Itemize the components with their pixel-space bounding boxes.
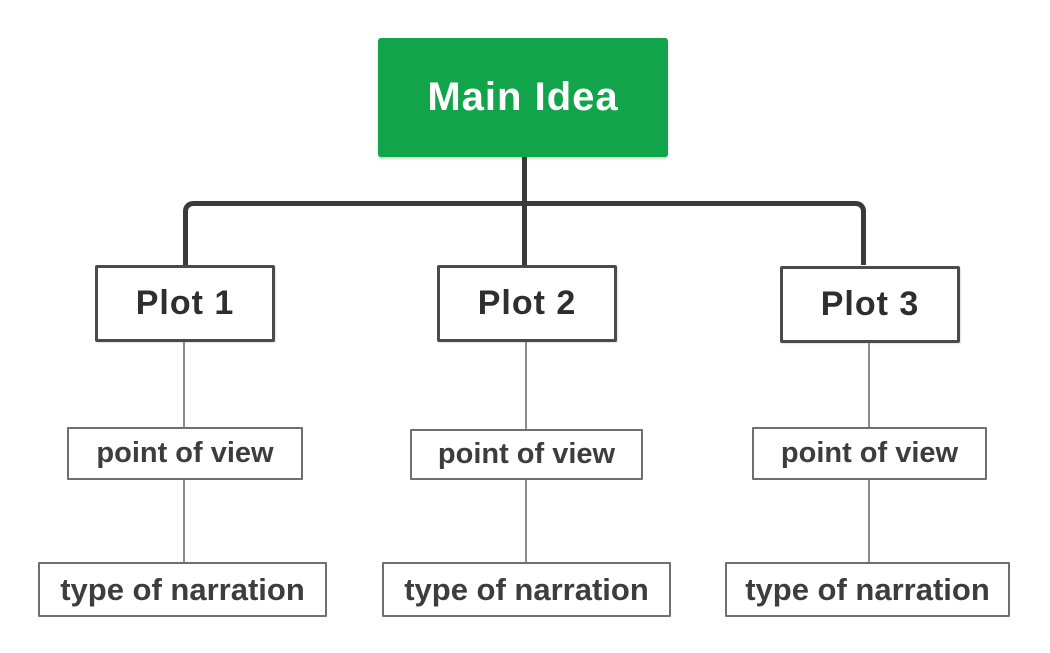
node-point-of-view-3: point of view <box>752 427 987 480</box>
node-main-idea: Main Idea <box>378 38 668 157</box>
node-point-of-view-1: point of view <box>67 427 303 480</box>
node-point-of-view-2: point of view <box>410 429 643 480</box>
connector-pov1-narration1 <box>183 480 185 562</box>
node-point-of-view-2-label: point of view <box>437 438 616 470</box>
node-type-of-narration-3-label: type of narration <box>745 571 990 607</box>
node-type-of-narration-3: type of narration <box>725 562 1010 617</box>
node-type-of-narration-1-label: type of narration <box>60 571 305 607</box>
connector-plot1-pov1 <box>183 342 185 427</box>
node-plot-3: Plot 3 <box>780 266 960 343</box>
connector-bracket <box>183 201 866 265</box>
node-point-of-view-3-label: point of view <box>780 437 959 469</box>
node-point-of-view-1-label: point of view <box>96 437 274 469</box>
connector-pov3-narration3 <box>868 480 870 562</box>
node-plot-1-label: Plot 1 <box>135 284 235 322</box>
node-main-idea-label: Main Idea <box>427 75 619 119</box>
node-plot-2: Plot 2 <box>437 265 617 342</box>
connector-root-stem <box>522 157 527 266</box>
node-type-of-narration-2-label: type of narration <box>404 571 649 607</box>
node-plot-3-label: Plot 3 <box>820 285 920 323</box>
connector-pov2-narration2 <box>525 480 527 562</box>
connector-plot3-pov3 <box>868 343 870 427</box>
connector-plot2-pov2 <box>525 342 527 429</box>
node-plot-1: Plot 1 <box>95 265 275 342</box>
node-type-of-narration-1: type of narration <box>38 562 327 617</box>
node-plot-2-label: Plot 2 <box>477 284 577 322</box>
node-type-of-narration-2: type of narration <box>382 562 671 617</box>
